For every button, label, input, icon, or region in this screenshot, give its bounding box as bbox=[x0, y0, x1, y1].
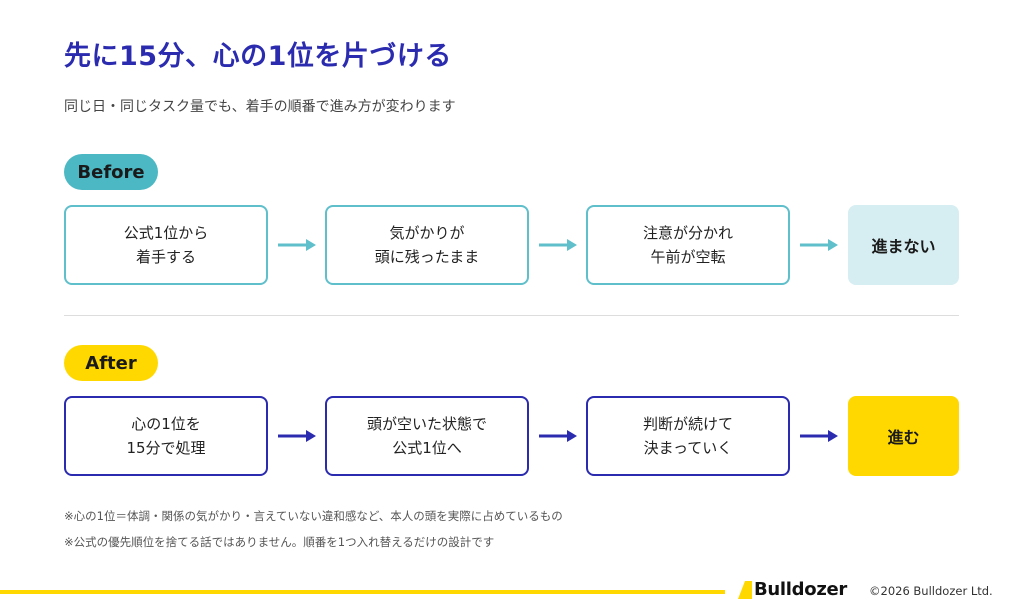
after-step-3-line1: 判断が続けて bbox=[642, 415, 733, 433]
before-step-1-line1: 公式1位から bbox=[123, 224, 209, 242]
arrow-right-icon bbox=[800, 430, 838, 442]
before-step-3: 注意が分かれ 午前が空転 bbox=[586, 205, 790, 285]
section-divider bbox=[64, 315, 959, 316]
before-step-2: 気がかりが 頭に残ったまま bbox=[325, 205, 529, 285]
footnote-2: ※公式の優先順位を捨てる話ではありません。順番を1つ入れ替えるだけの設計です bbox=[64, 535, 495, 549]
before-step-1: 公式1位から 着手する bbox=[64, 205, 268, 285]
before-step-2-line1: 気がかりが bbox=[389, 224, 465, 242]
arrow-right-icon bbox=[278, 430, 316, 442]
after-step-2: 頭が空いた状態で 公式1位へ bbox=[325, 396, 529, 476]
before-step-1-line2: 着手する bbox=[135, 248, 196, 266]
after-step-3-line2: 決まっていく bbox=[643, 439, 733, 457]
bulldozer-logo-icon bbox=[738, 580, 752, 599]
page-subtitle: 同じ日・同じタスク量でも、着手の順番で進み方が変わります bbox=[64, 99, 456, 115]
after-step-2-line1: 頭が空いた状態で bbox=[366, 415, 487, 433]
arrow-right-icon bbox=[539, 430, 577, 442]
before-badge: Before bbox=[64, 154, 158, 190]
page-title: 先に15分、心の1位を片づける bbox=[64, 41, 452, 72]
arrow-right-icon bbox=[800, 239, 838, 251]
arrow-right-icon bbox=[278, 239, 316, 251]
before-result: 進まない bbox=[848, 205, 959, 285]
after-step-1-line2: 15分で処理 bbox=[126, 439, 206, 457]
after-step-1: 心の1位を 15分で処理 bbox=[64, 396, 268, 476]
after-step-3: 判断が続けて 決まっていく bbox=[586, 396, 790, 476]
before-step-2-line2: 頭に残ったまま bbox=[374, 248, 480, 266]
arrow-right-icon bbox=[539, 239, 577, 251]
brand-name: Bulldozer bbox=[754, 579, 847, 600]
after-result: 進む bbox=[848, 396, 959, 476]
after-badge: After bbox=[64, 345, 158, 381]
copyright: ©2026 Bulldozer Ltd. bbox=[869, 584, 993, 598]
brand-logo: Bulldozer bbox=[738, 579, 847, 600]
before-step-3-line1: 注意が分かれ bbox=[642, 224, 733, 242]
after-step-1-line1: 心の1位を bbox=[131, 415, 201, 433]
footer-accent-line bbox=[0, 590, 725, 594]
after-step-2-line2: 公式1位へ bbox=[392, 439, 462, 457]
before-step-3-line2: 午前が空転 bbox=[650, 248, 726, 266]
footnote-1: ※心の1位＝体調・関係の気がかり・言えていない違和感など、本人の頭を実際に占めて… bbox=[64, 509, 563, 523]
